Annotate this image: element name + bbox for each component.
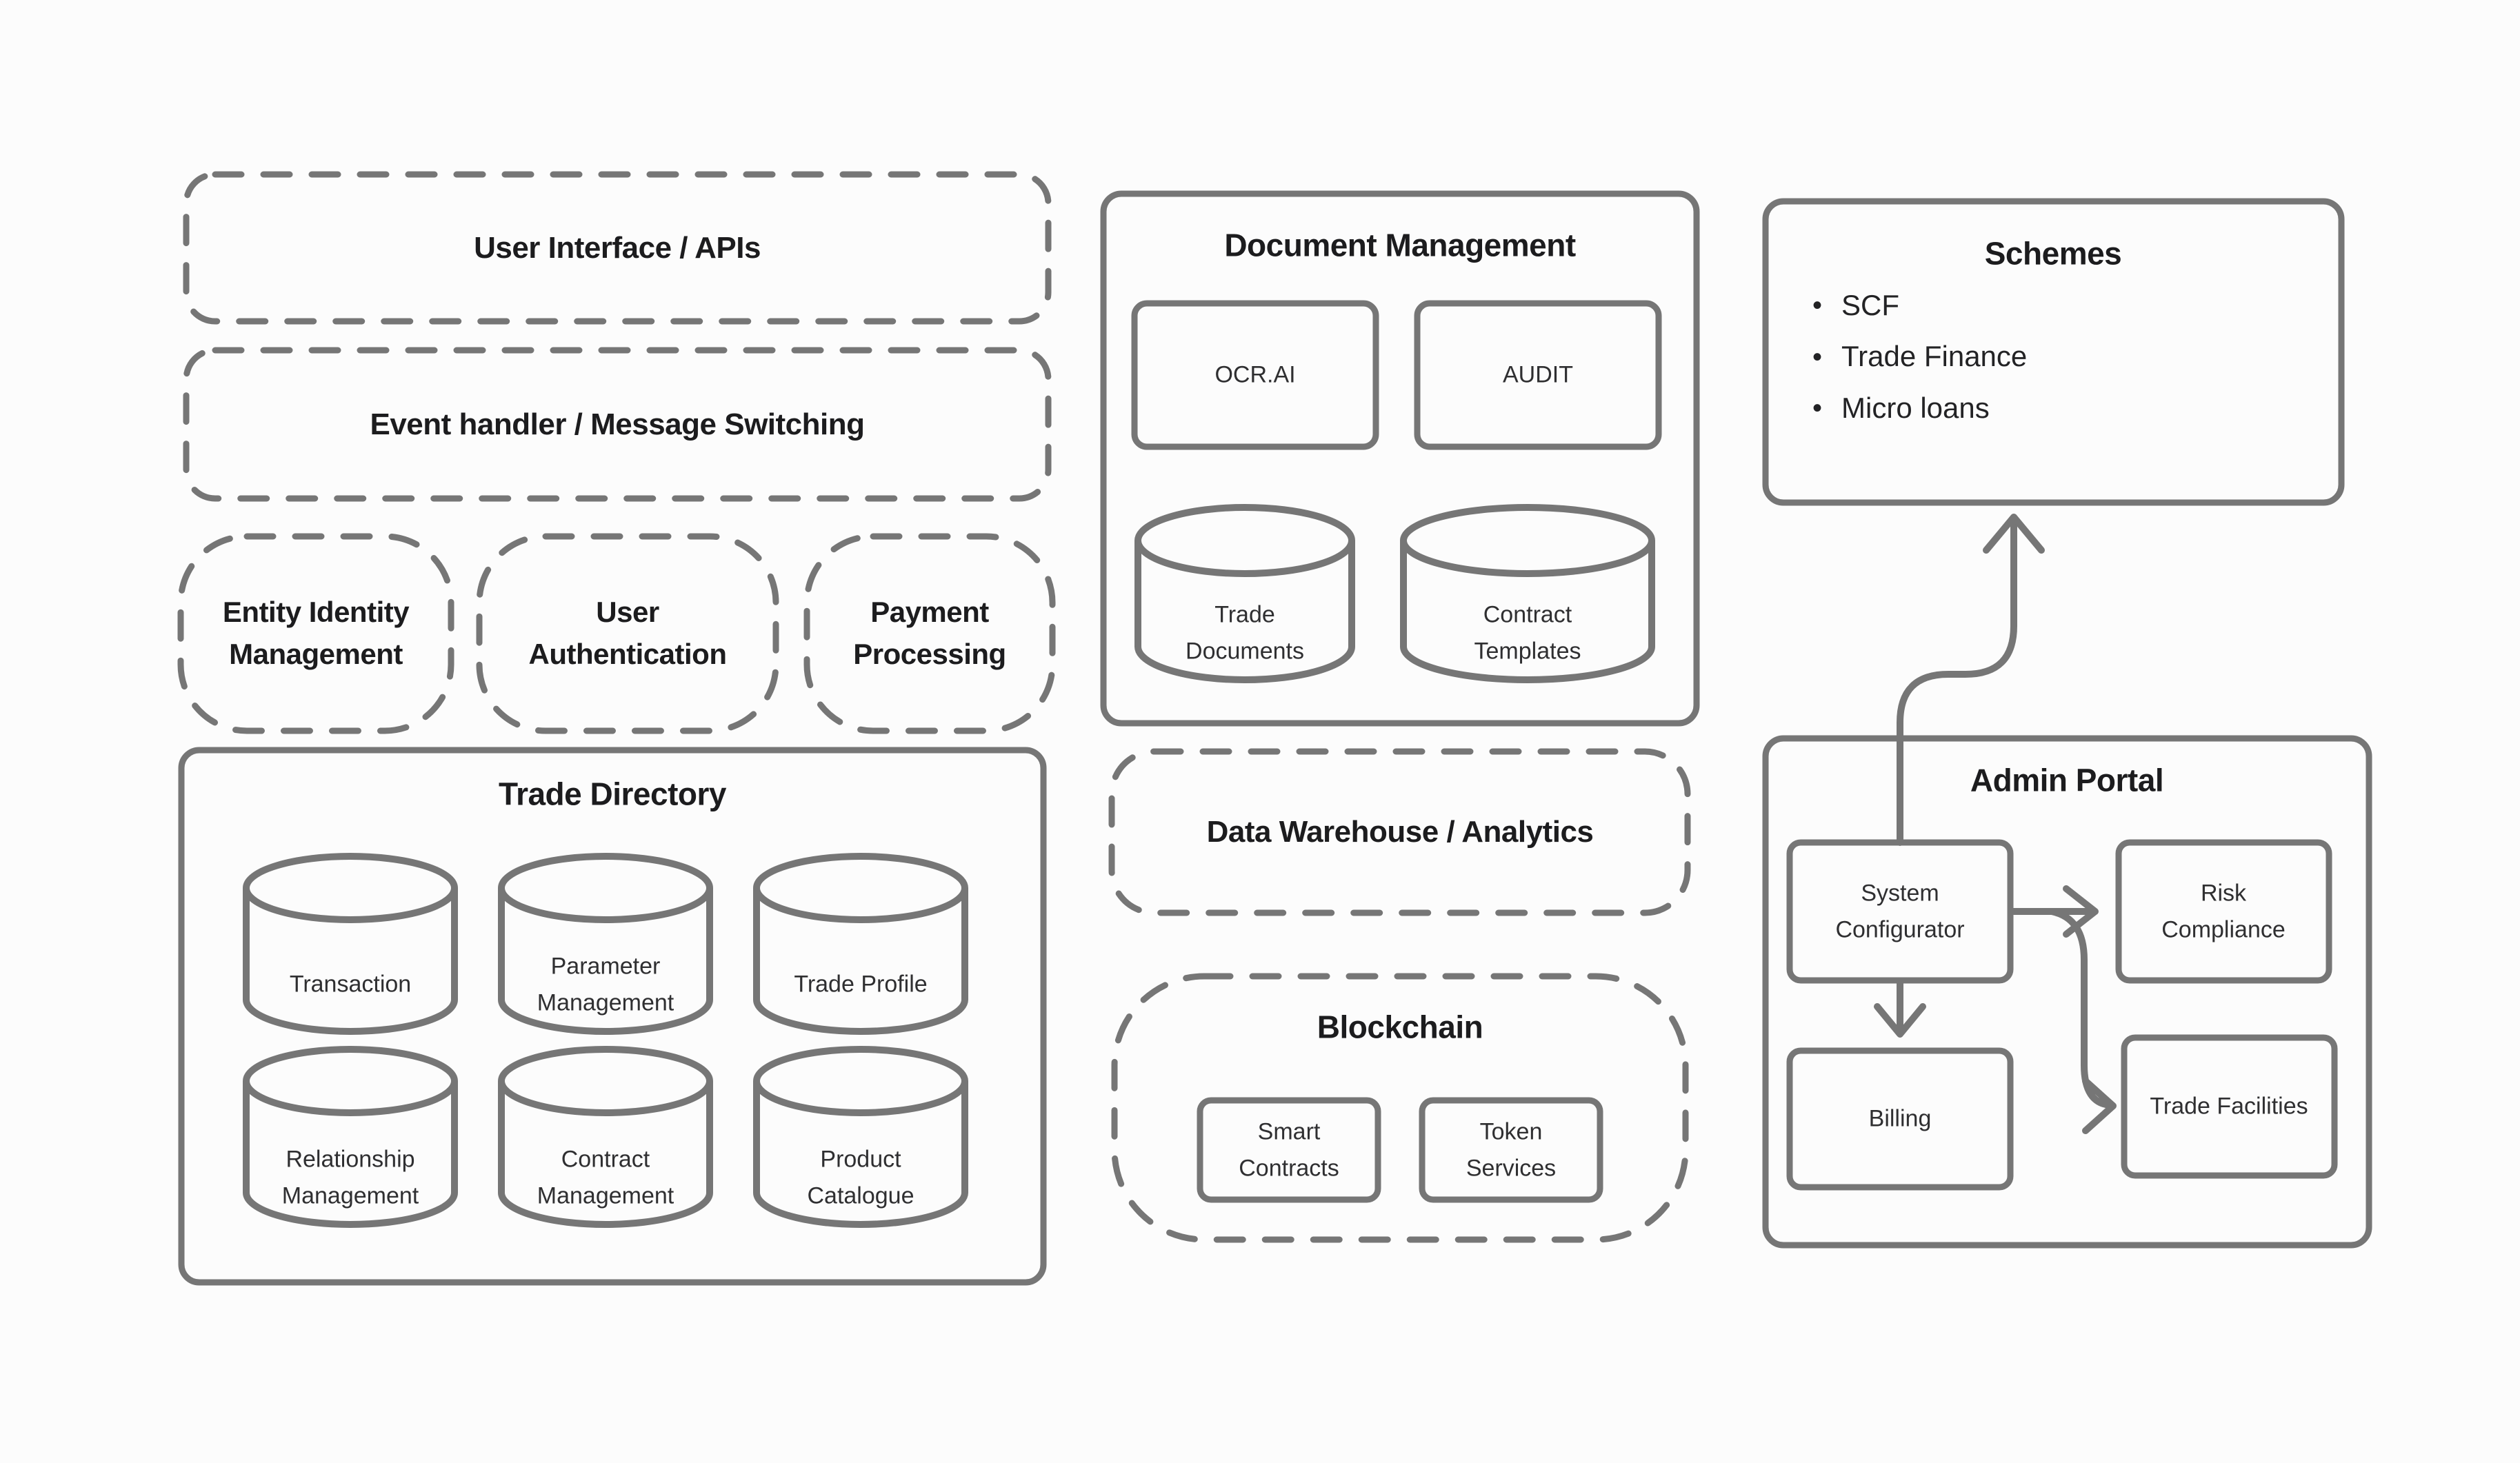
payment-processing-pill <box>803 533 1056 734</box>
trade-facilities-box <box>2121 1034 2338 1179</box>
trade-documents-cylinder-label: Trade Documents <box>1186 601 1304 664</box>
audit-label: AUDIT <box>1503 361 1573 388</box>
arrow-system-configurator-to-schemes <box>1897 514 2045 846</box>
ocr-ai-box <box>1131 300 1379 450</box>
parameter-management-cylinder-icon <box>498 853 713 1035</box>
token-services-label: Token Services <box>1466 1118 1557 1181</box>
parameter-management-cylinder-label: Parameter Management <box>537 953 674 1016</box>
user-authentication-pill <box>476 533 779 734</box>
entity-identity-pill <box>177 533 454 734</box>
product-catalogue-cylinder-icon <box>753 1046 968 1228</box>
trade-documents-cylinder-icon <box>1134 504 1355 683</box>
ocr-ai-label: OCR.AI <box>1214 361 1296 388</box>
ui-apis-label: User Interface / APIs <box>474 231 761 265</box>
scheme-item-label: Trade Finance <box>1841 340 2028 373</box>
trade-facilities-label: Trade Facilities <box>2150 1093 2308 1120</box>
data-warehouse-label: Data Warehouse / Analytics <box>1206 815 1594 849</box>
billing-box <box>1786 1047 2014 1191</box>
arrow-system-configurator-to-billing <box>1874 980 1926 1038</box>
document-management-title: Document Management <box>1224 227 1576 263</box>
blockchain-box <box>1111 973 1689 1243</box>
token-services-box <box>1419 1097 1603 1203</box>
trade-profile-cylinder-icon <box>753 853 968 1035</box>
scheme-item: • Trade Finance <box>1812 339 2027 374</box>
contract-management-cylinder-icon <box>498 1046 713 1228</box>
product-catalogue-cylinder-label: Product Catalogue <box>807 1146 914 1209</box>
event-handler-label: Event handler / Message Switching <box>370 407 865 442</box>
risk-compliance-box <box>2115 839 2332 984</box>
contract-templates-cylinder-label: Contract Templates <box>1474 601 1581 664</box>
user-authentication-label: User Authentication <box>528 596 727 670</box>
audit-box <box>1414 300 1662 450</box>
admin-portal-box <box>1762 735 2372 1249</box>
relationship-management-cylinder-icon <box>243 1046 458 1228</box>
scheme-item-label: SCF <box>1841 289 1900 321</box>
contract-templates-cylinder-icon <box>1400 504 1655 683</box>
schemes-box <box>1762 198 2345 506</box>
bullet-icon: • <box>1812 392 1823 423</box>
smart-contracts-label: Smart Contracts <box>1239 1118 1339 1181</box>
admin-portal-title: Admin Portal <box>1970 762 2164 798</box>
schemes-title: Schemes <box>1984 235 2122 272</box>
arrow-system-configurator-to-trade-facilities <box>2048 908 2117 1134</box>
scheme-item-label: Micro loans <box>1841 391 1990 424</box>
transaction-cylinder-label: Transaction <box>289 971 412 998</box>
system-configurator-label: System Configurator <box>1835 880 1965 942</box>
trade-directory-title: Trade Directory <box>499 776 726 812</box>
trade-profile-cylinder-label: Trade Profile <box>794 971 928 998</box>
ui-apis-box <box>183 171 1052 325</box>
scheme-item: • Micro loans <box>1812 391 2027 425</box>
scheme-item: • SCF <box>1812 288 2027 323</box>
data-warehouse-box <box>1108 748 1691 916</box>
payment-processing-label: Payment Processing <box>853 596 1006 670</box>
event-handler-box <box>183 347 1052 502</box>
contract-management-cylinder-label: Contract Management <box>537 1146 674 1209</box>
blockchain-title: Blockchain <box>1317 1009 1483 1045</box>
billing-label: Billing <box>1868 1105 1932 1132</box>
schemes-list: • SCF • Trade Finance • Micro loans <box>1812 288 2027 425</box>
bullet-icon: • <box>1812 341 1823 372</box>
risk-compliance-label: Risk Compliance <box>2161 880 2286 942</box>
bullet-icon: • <box>1812 290 1823 321</box>
document-management-box <box>1100 190 1700 727</box>
smart-contracts-box <box>1197 1097 1381 1203</box>
entity-identity-label: Entity Identity Management <box>222 596 410 670</box>
relationship-management-cylinder-label: Relationship Management <box>281 1146 419 1209</box>
transaction-cylinder-icon <box>243 853 458 1035</box>
trade-directory-box <box>178 747 1047 1286</box>
